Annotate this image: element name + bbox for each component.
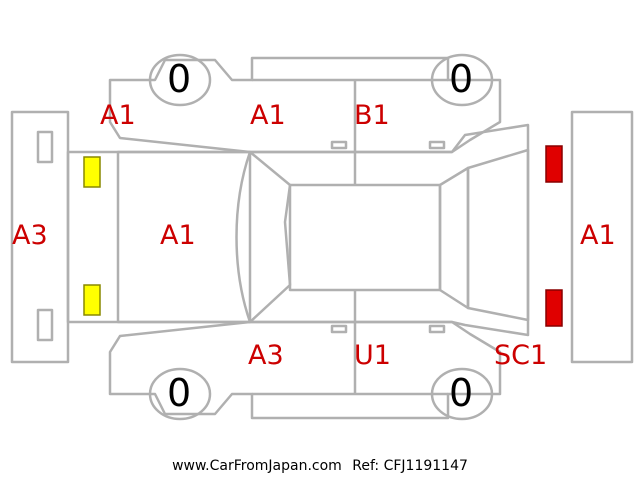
trunk-outline [466, 148, 530, 322]
rear-left-wheel-outline [430, 53, 494, 107]
headlight-right [83, 284, 101, 316]
rear-bumper-outline [570, 110, 634, 364]
right-front-handle [330, 324, 348, 334]
damage-code-hood: A1 [160, 220, 196, 251]
rear-window-outline [438, 166, 470, 310]
damage-code-front-door-right: A3 [248, 340, 284, 371]
damage-code-rear-door-left: B1 [354, 100, 390, 131]
left-rear-handle [428, 140, 446, 150]
right-rear-handle [428, 324, 446, 334]
left-front-handle [330, 140, 348, 150]
front-bumper-lower-slot [36, 308, 54, 342]
footer-ref: Ref: CFJ1191147 [352, 458, 468, 474]
roof-outline [288, 183, 442, 292]
headlight-left [83, 156, 101, 188]
hood-outline [116, 150, 252, 324]
taillight-right [545, 289, 563, 327]
damage-code-rear-door-right: U1 [354, 340, 391, 371]
front-right-wheel-outline [148, 367, 212, 421]
tire-front-right-value: 0 [167, 371, 192, 415]
tire-rear-right-value: 0 [449, 371, 474, 415]
right-side-profile [108, 320, 502, 420]
footer-site: www.CarFromJapan.com [172, 458, 342, 474]
damage-code-rear-bumper: A1 [580, 220, 616, 251]
footer-attribution: www.CarFromJapan.com Ref: CFJ1191147 [0, 458, 640, 474]
front-left-wheel-outline [148, 53, 212, 107]
rear-right-wheel-outline [430, 367, 494, 421]
tire-front-left-value: 0 [167, 57, 192, 101]
damage-code-front-fender-left: A1 [100, 100, 136, 131]
windshield-outline [235, 150, 292, 324]
damage-code-rear-quarter-right: SC1 [494, 340, 548, 371]
front-bumper-outline [10, 110, 70, 364]
taillight-left [545, 145, 563, 183]
damage-code-front-door-left: A1 [250, 100, 286, 131]
tire-rear-left-value: 0 [449, 57, 474, 101]
front-bumper-upper-slot [36, 130, 54, 164]
damage-code-front-bumper: A3 [12, 220, 48, 251]
